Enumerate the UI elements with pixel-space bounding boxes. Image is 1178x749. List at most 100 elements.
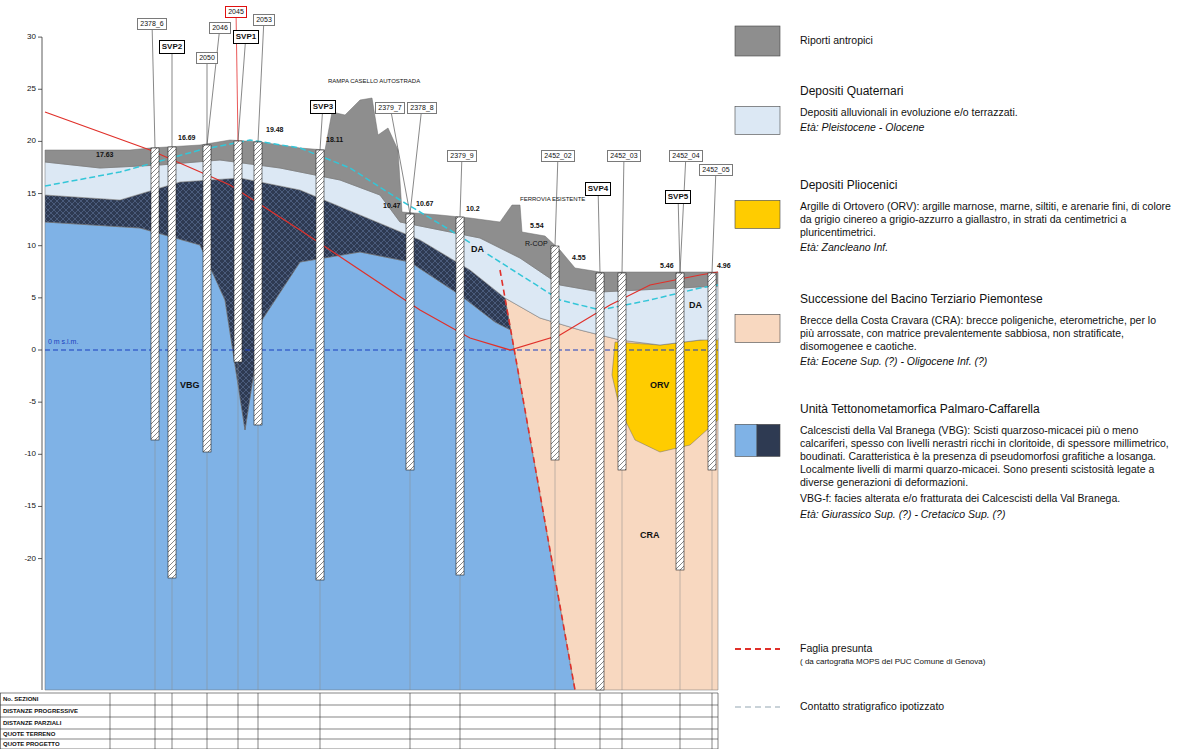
tag-text: 2452_05 [702, 166, 729, 174]
legend-swatch [735, 26, 780, 56]
legend-text: Argille di Ortovero (ORV): argille marno… [800, 200, 1172, 239]
borehole-column [254, 142, 262, 425]
axis-tick-label: -15 [24, 502, 36, 512]
tag-text: 2378_8 [410, 104, 433, 112]
ground-elevation: 19.48 [266, 126, 284, 134]
survey-tag: SVP2 [159, 40, 185, 54]
fault-line [500, 270, 575, 690]
borehole-column [456, 217, 464, 575]
leader-line [460, 154, 462, 217]
table-rule [410, 693, 411, 749]
table-rule [712, 693, 713, 749]
legend-text: Depositi alluvionali in evoluzione e/o t… [800, 106, 1172, 119]
legend-heading: Unità Tettonometamorfica Palmaro-Caffare… [800, 402, 1172, 416]
elevation-axis [42, 37, 43, 690]
leader-line [598, 186, 600, 273]
ground-elevation: 18.11 [326, 136, 343, 144]
contact-sample [735, 706, 780, 707]
tag-text: SVP3 [313, 102, 333, 112]
tag-text: 2379_7 [378, 104, 401, 112]
geology-layers [45, 98, 718, 690]
structure-label: FERROVIA ESISTENTE [520, 196, 585, 203]
tag-text: 2050 [199, 54, 215, 62]
leader-line [410, 106, 422, 214]
axis-tick [38, 37, 42, 38]
table-row-header: DISTANZE PARZIALI [3, 720, 61, 727]
table-row-header: QUOTE TERRENO [3, 731, 55, 738]
table-rule [622, 693, 623, 749]
unit-code: ORV [650, 380, 669, 391]
borehole-tag: 2046 [209, 22, 231, 34]
legend-swatch [735, 424, 757, 456]
table-rule [600, 693, 601, 749]
tag-text: 2452_03 [610, 152, 637, 160]
table-rule [207, 693, 208, 749]
survey-tag: SVP5 [665, 190, 691, 204]
axis-tick-label: 5 [32, 293, 36, 303]
unit-code: R-COP [524, 240, 549, 248]
table-rule [555, 693, 556, 749]
axis-tick-label: -10 [24, 450, 36, 460]
survey-tag: SVP1 [233, 30, 259, 44]
structure-label: RAMPA CASELLO AUTOSTRADA [328, 78, 420, 85]
borehole-column [618, 273, 626, 470]
riporti-fill [45, 98, 718, 292]
leader-line [172, 44, 173, 147]
unit-code: VBG [180, 380, 200, 391]
legend-text: Brecce della Costa Cravara (CRA): brecce… [800, 314, 1172, 353]
axis-tick [38, 506, 42, 507]
ground-elevation: 5.54 [530, 222, 544, 230]
ground-elevation: 17.63 [96, 151, 114, 159]
table-rule [0, 693, 1, 749]
leader-line [622, 154, 624, 273]
table-rule [172, 693, 173, 749]
sea-level-line [45, 350, 718, 351]
tag-text: 2378_6 [140, 20, 163, 28]
borehole-column [596, 273, 604, 690]
table-rule [718, 693, 719, 749]
borehole-column [316, 150, 324, 580]
axis-tick-label: 25 [27, 84, 36, 94]
ground-elevation: 4.55 [572, 254, 586, 262]
legend-age: Età: Eocene Sup. (?) - Oligocene Inf. (?… [800, 355, 1172, 368]
table-row-header: QUOTE PROGETTO [3, 741, 60, 748]
table-rule [0, 717, 718, 718]
tag-text: 2452_04 [672, 152, 699, 160]
axis-tick [38, 141, 42, 142]
ground-elevation: 16.69 [178, 134, 196, 142]
unit-code: DA [688, 300, 703, 311]
ground-elevation: 10.2 [466, 205, 480, 213]
borehole-tag: 2452_04 [669, 150, 702, 162]
borehole-tag: 2053 [253, 14, 275, 26]
axis-tick [38, 558, 42, 559]
leader-line [207, 56, 208, 145]
ground-elevation: 4.96 [717, 262, 731, 270]
legend-heading: Depositi Quaternari [800, 84, 1172, 98]
cra-breccia [505, 298, 718, 690]
table-rule [238, 693, 239, 749]
leader-line [207, 26, 220, 145]
leader-line [152, 22, 155, 148]
axis-tick-label: 10 [27, 241, 36, 251]
borehole-tag: 2378_8 [407, 102, 436, 114]
legend-age: Età: Zancleano Inf. [800, 241, 1172, 254]
section-lines [155, 141, 712, 690]
design-profile [45, 112, 718, 350]
table-row-header: No. SEZIONI [3, 696, 38, 703]
legend-heading: Depositi Pliocenici [800, 178, 1172, 192]
tag-text: SVP2 [162, 42, 182, 52]
tag-text: 2045 [228, 8, 244, 16]
table-rule [460, 693, 461, 749]
fault-sample [735, 648, 780, 650]
table-row-header: DISTANZE PROGRESSIVE [3, 708, 78, 715]
table-rule [0, 739, 718, 740]
borehole-tag: 2452_02 [541, 150, 574, 162]
tag-text: 2053 [256, 16, 272, 24]
table-rule [0, 705, 718, 706]
tag-text: 2452_02 [544, 152, 571, 160]
legend-text: Faglia presunta [800, 642, 1172, 655]
leader-line [678, 194, 680, 273]
orv-clay [612, 338, 718, 452]
axis-tick [38, 402, 42, 403]
